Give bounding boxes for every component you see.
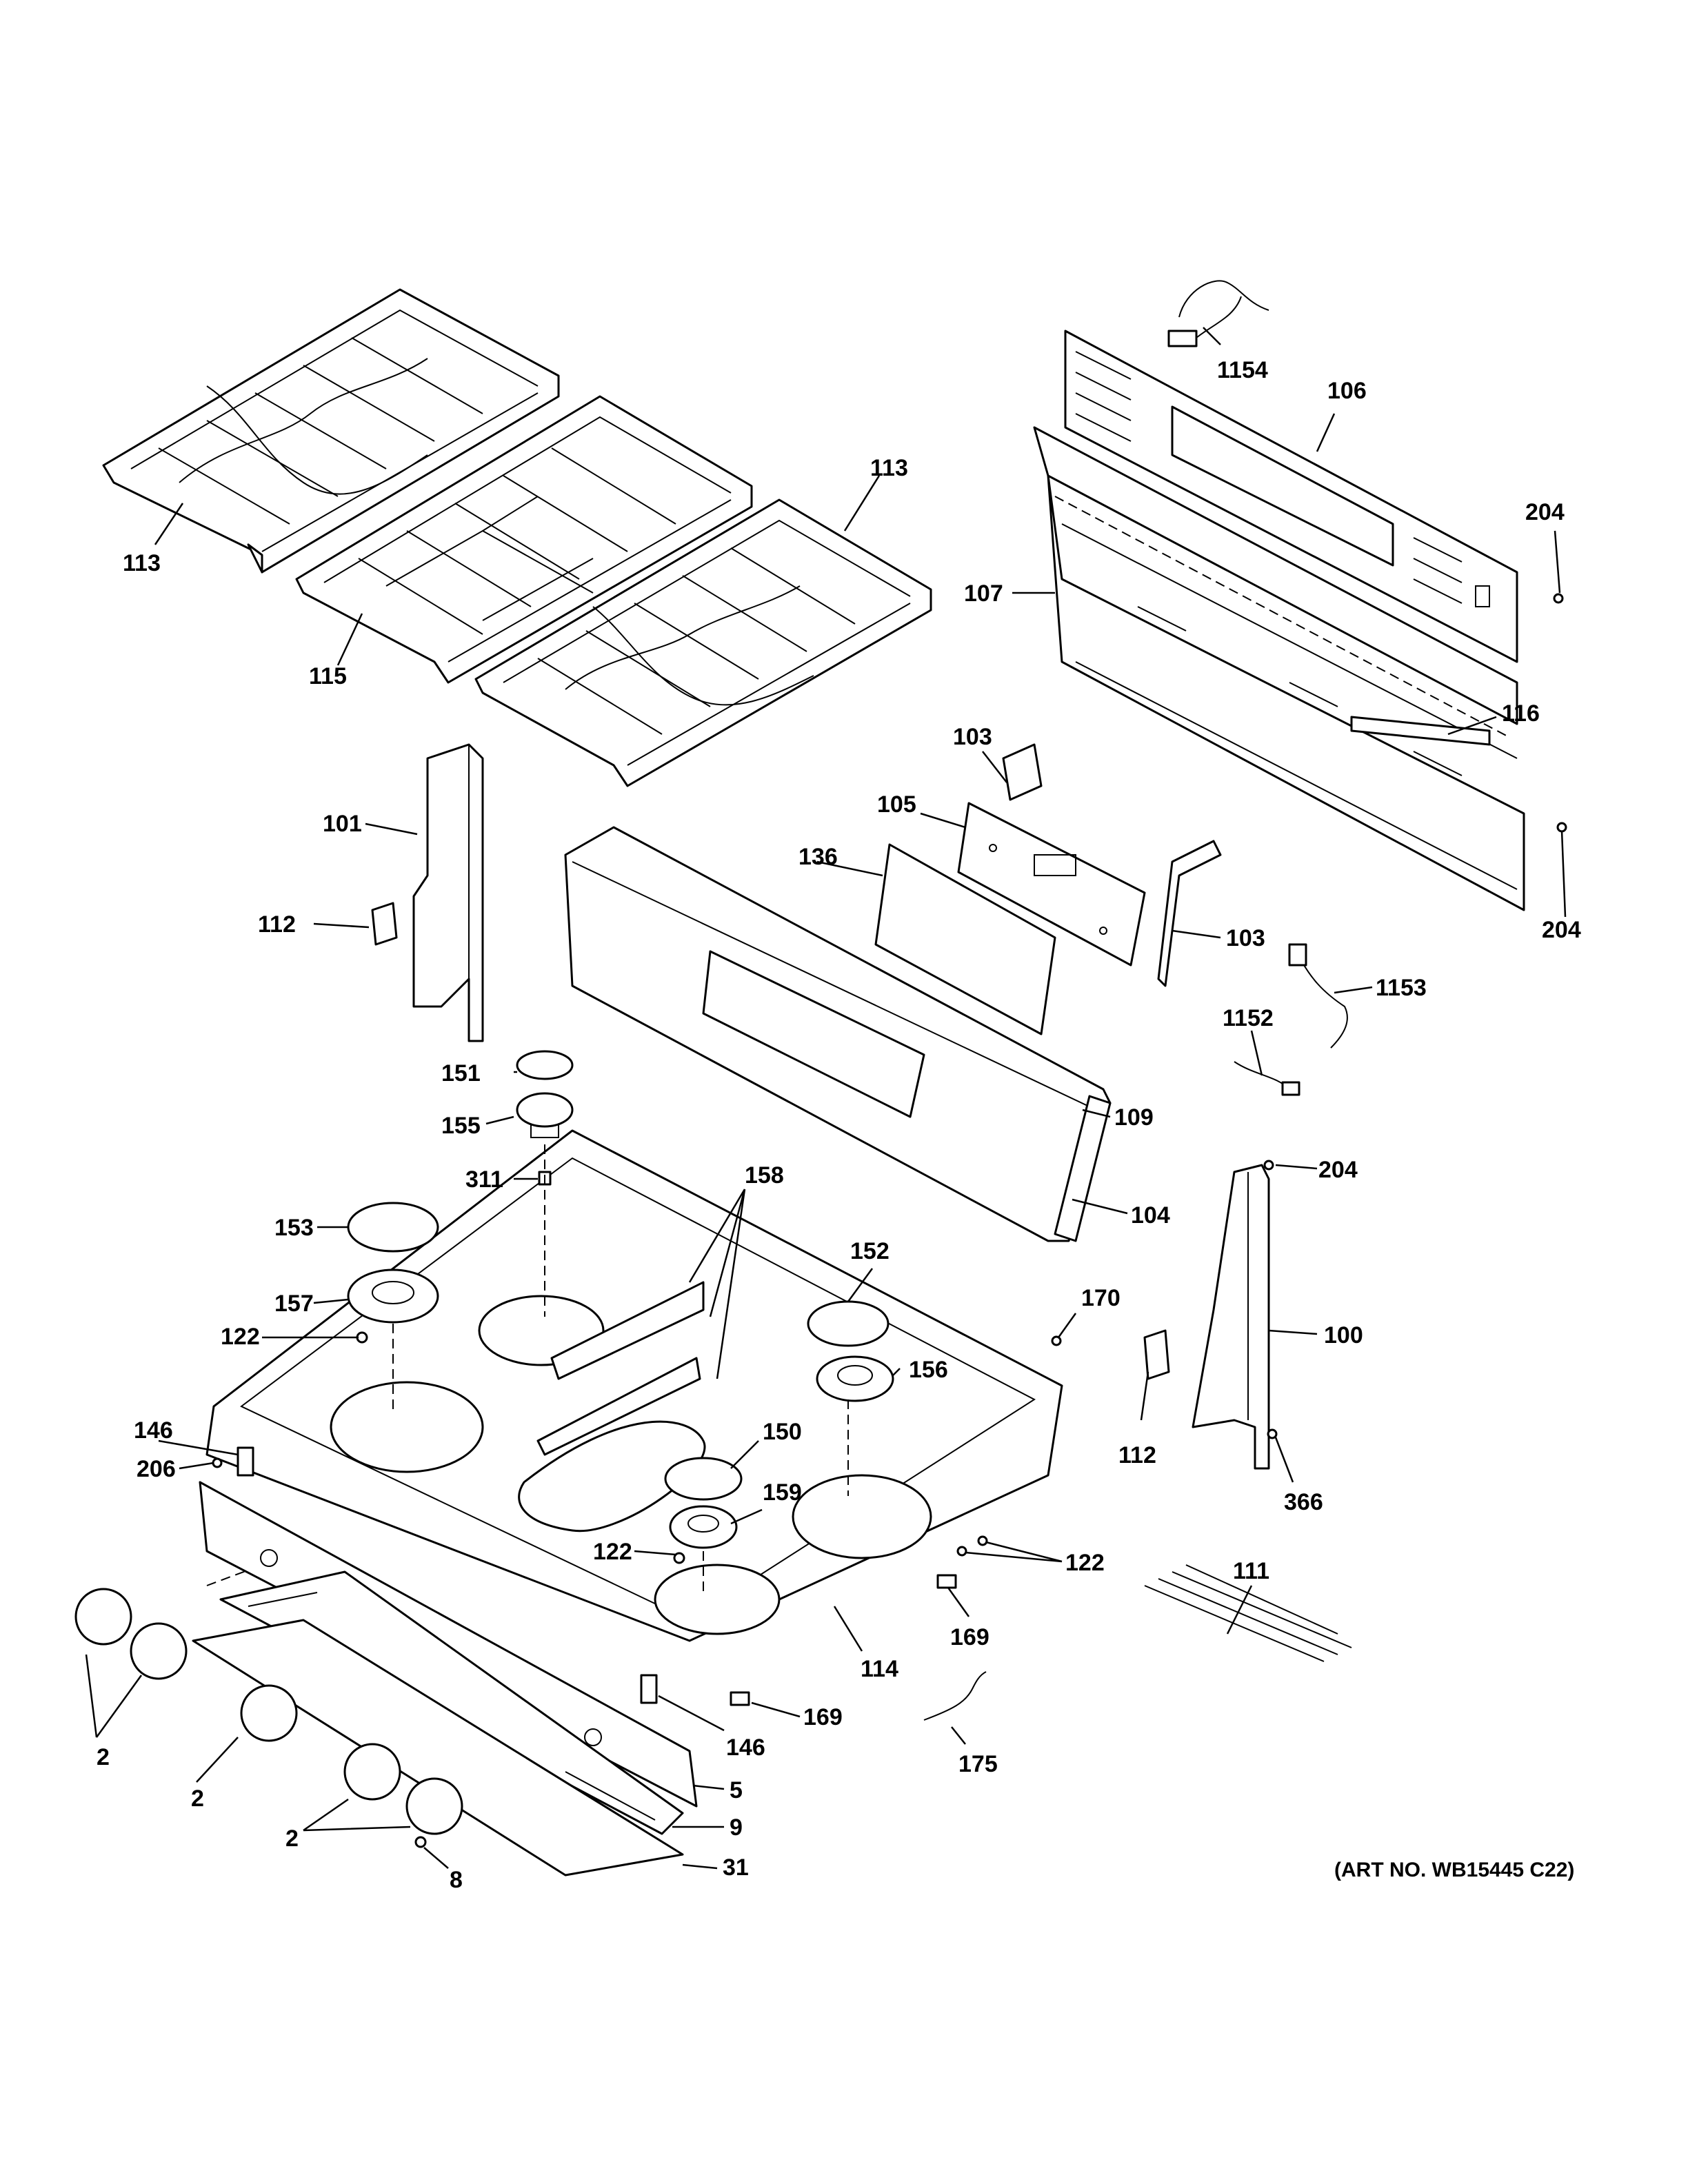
callout-cap-large-left: 153 [274,1215,314,1241]
callout-manifold-cover: 31 [723,1854,749,1881]
callout-screw-right-mid: 204 [1542,917,1581,943]
callout-side-trim-right: 100 [1324,1322,1363,1348]
cap-153-part [347,1202,439,1253]
callout-bracket-146-left: 146 [134,1417,173,1444]
callout-cap-center: 150 [763,1419,802,1445]
callout-clip-169-right: 169 [950,1624,989,1650]
hinge-left-part [371,902,398,946]
callout-labels: 113 113 115 1154 106 204 107 116 103 105… [97,357,1581,1893]
callout-head-right: 156 [909,1357,948,1383]
cap-150-part [664,1457,743,1501]
callout-backguard-frame: 107 [964,580,1003,607]
bracket-103-left-part [1002,743,1043,801]
bracket-103-right-part [1157,840,1222,987]
callout-head-large-left: 157 [274,1291,314,1317]
side-trim-right-part [1192,1164,1270,1470]
callout-trim-strip: 116 [1502,700,1540,727]
knob-1 [74,1588,132,1646]
grate-left-part [102,288,560,574]
side-trim-left-part [412,743,484,1042]
callout-harness-right: 1153 [1376,975,1427,1001]
callout-clip: 170 [1081,1285,1121,1311]
wire-175-part [923,1671,987,1721]
cooktop-part [205,1129,1063,1642]
callout-cap-small: 151 [441,1060,481,1086]
callout-screw-8: 8 [450,1867,463,1893]
callout-heat-shield: 9 [730,1814,743,1841]
head-155-part [516,1092,574,1138]
harness-1153-part [1288,943,1348,1049]
callout-wiring-111: 111 [1233,1558,1269,1584]
grate-center-part [295,395,753,684]
callout-knobs-pair-bottom: 2 [285,1826,299,1852]
cap-151-part [516,1050,574,1080]
leader-lines [85,327,1567,1870]
callout-control-board: 105 [877,791,916,818]
callout-end-cap: 109 [1114,1104,1154,1131]
callout-overlay-glass: 136 [798,844,838,870]
clip-169-a [936,1574,957,1589]
callout-grate-griddle: 158 [745,1162,784,1189]
callout-knob-single: 2 [191,1786,204,1812]
callout-grate-left: 113 [123,550,161,576]
callout-manifold-panel: 5 [730,1777,743,1803]
control-board-part [957,802,1146,967]
overlay-glass-part [874,843,1056,1035]
griddle-part [536,1281,705,1456]
callout-screw-center: 122 [593,1539,632,1565]
callout-knobs-pair-top: 2 [97,1744,110,1770]
callout-screw-366: 366 [1284,1489,1323,1515]
knob-5 [405,1777,463,1835]
head-157-part [347,1268,439,1324]
callout-wire-175: 175 [958,1751,998,1777]
trim-strip-part [1350,716,1491,746]
backguard-rear-part [1064,330,1518,663]
callout-grate-right: 113 [870,455,908,481]
callout-screw-left: 122 [221,1324,260,1350]
harness-1154-part [1167,280,1269,347]
callout-cap-right: 152 [850,1238,890,1264]
hinge-right-part [1143,1329,1170,1380]
callout-clip-169-center: 169 [803,1704,843,1730]
knob-3 [240,1684,298,1742]
callout-harness-top: 1154 [1217,357,1268,383]
callout-hinge-right: 112 [1118,1442,1156,1468]
hardware-screws [212,593,1567,1848]
callout-bracket-146-right: 146 [726,1735,765,1761]
backguard-frame-part [1033,426,1525,911]
callout-hinge-left: 112 [258,911,296,938]
callout-bracket-right-bottom: 103 [1226,925,1265,951]
callout-grate-center: 115 [309,663,347,689]
bracket-146-left-part [237,1446,254,1477]
callout-screw-206: 206 [137,1456,176,1482]
bracket-146-right-part [640,1674,658,1704]
clip-169-b [730,1691,750,1706]
callout-screw-top-right: 204 [1525,499,1565,525]
knob-2 [130,1622,188,1680]
callout-backguard-front: 104 [1131,1202,1170,1228]
callout-screw-side: 204 [1318,1157,1358,1183]
knob-4 [343,1743,401,1801]
callout-screws-right: 122 [1065,1550,1105,1576]
head-156-part [816,1355,894,1402]
callout-orifice: 311 [465,1166,503,1193]
end-cap-part [1054,1095,1112,1242]
callout-bracket-left-top: 103 [953,724,992,750]
callout-head-small: 155 [441,1113,481,1139]
harness-1152-part [1234,1061,1300,1096]
cap-152-part [807,1300,890,1347]
callout-harness-small: 1152 [1223,1005,1274,1031]
art-number: (ART NO. WB15445 C22) [1334,1859,1574,1881]
callout-side-trim-left: 101 [323,811,362,837]
head-159-part [669,1505,738,1549]
callout-head-center: 159 [763,1479,802,1506]
wiring-111-part [1144,1564,1352,1662]
callout-cooktop: 114 [861,1656,898,1682]
callout-backguard-rear: 106 [1327,378,1367,404]
grate-right-part [474,498,932,787]
